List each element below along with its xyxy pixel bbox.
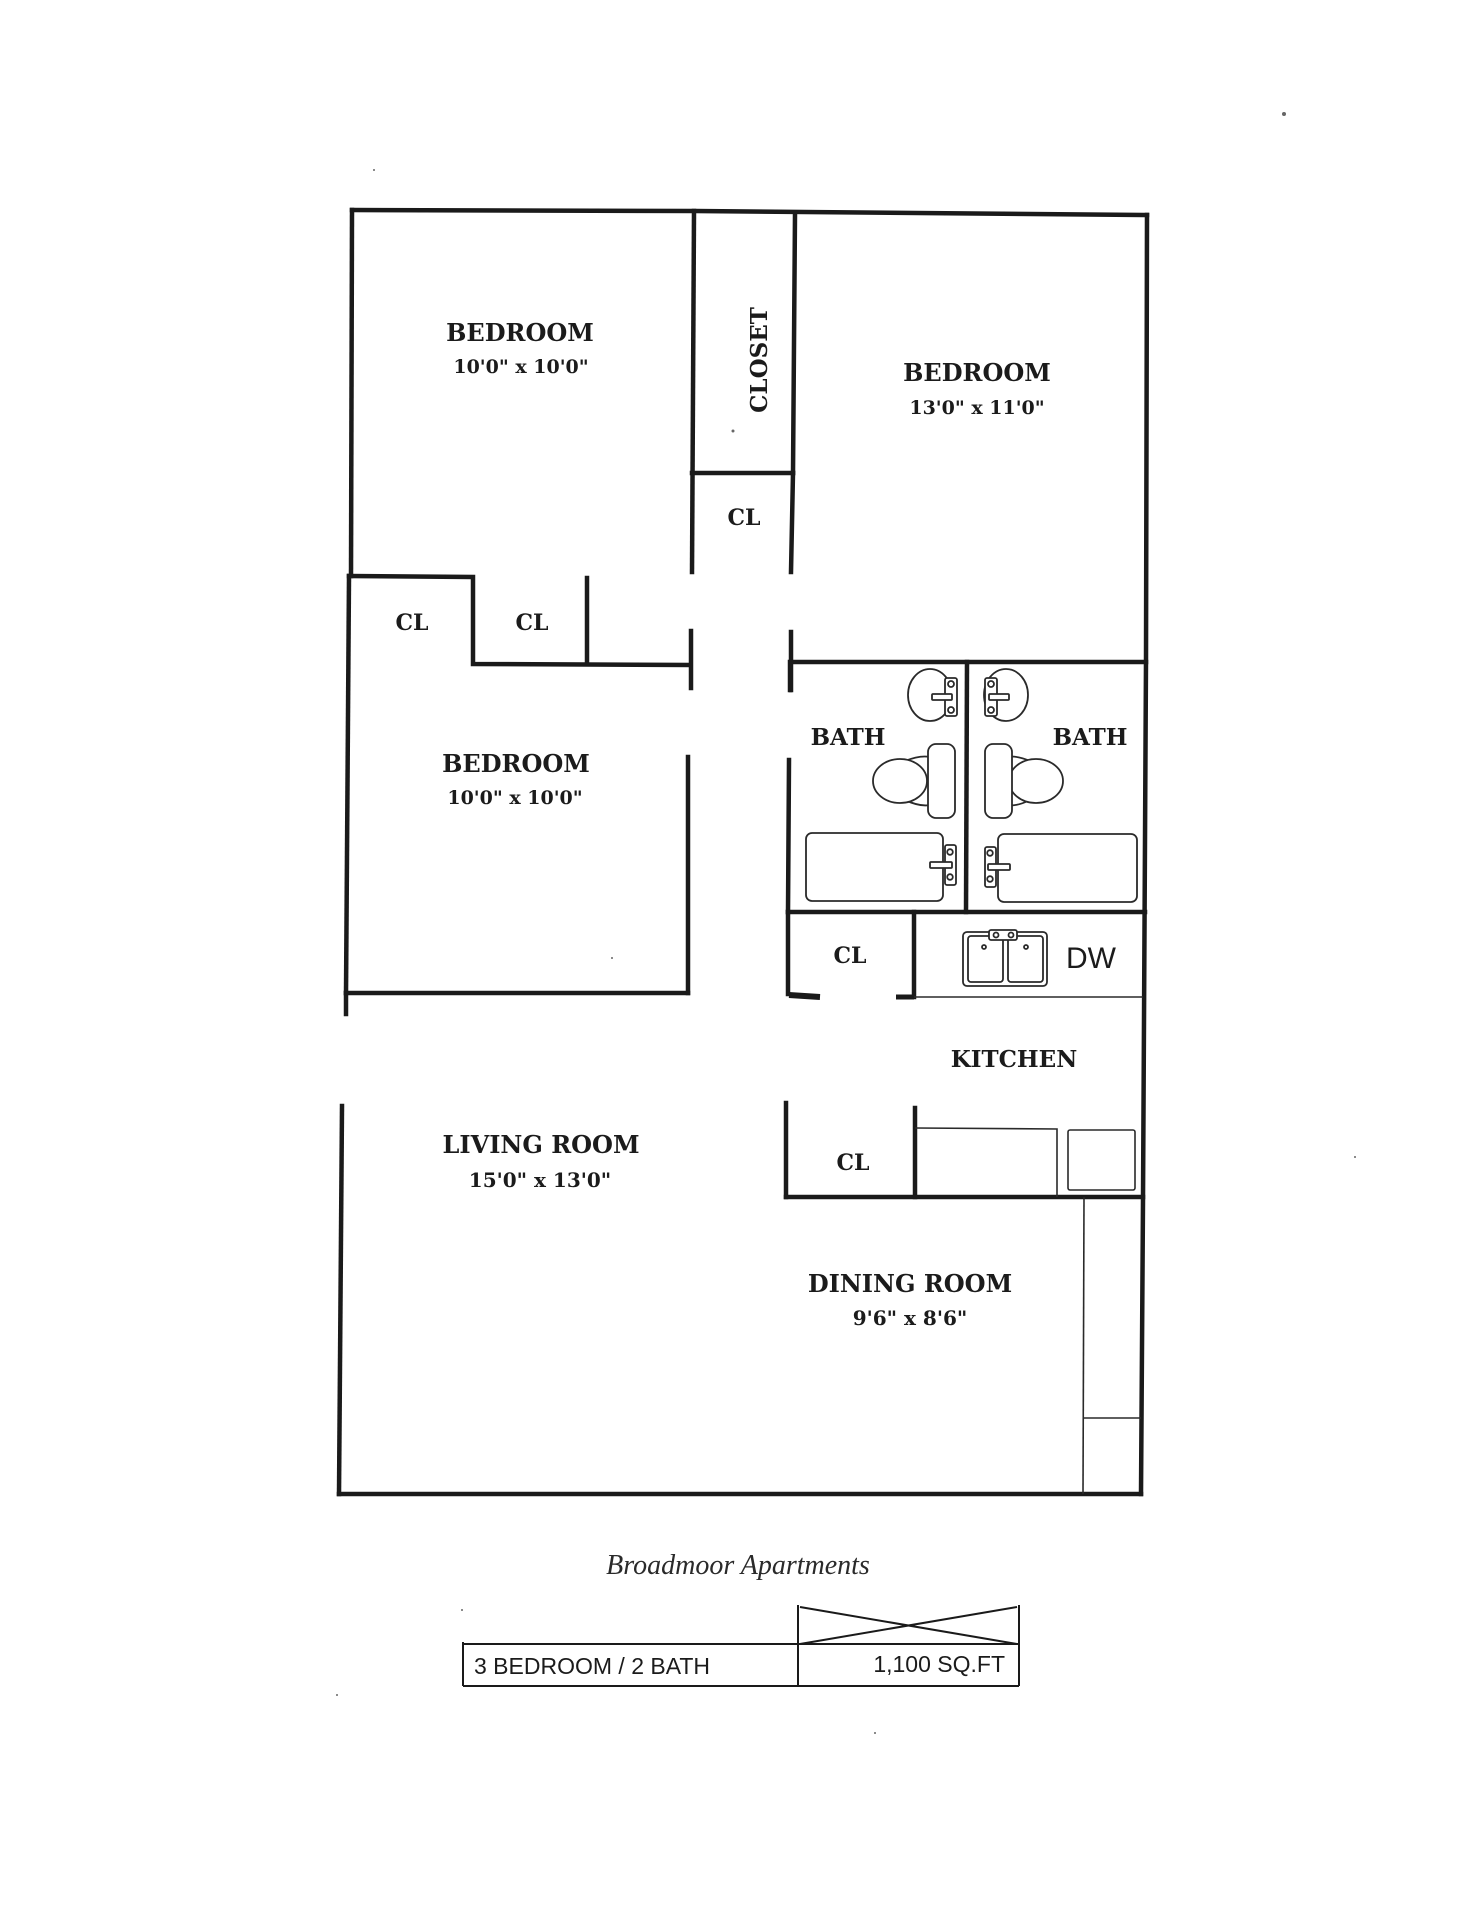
property-name: Broadmoor Apartments [606, 1550, 870, 1581]
kitchen-fixtures [914, 929, 1143, 1495]
room-dimensions: 13'0" x 11'0" [909, 397, 1044, 419]
room-dimensions: 10'0" x 10'0" [447, 787, 582, 809]
room-kitchen: KITCHEN [951, 1046, 1077, 1073]
room-dimensions: 10'0" x 10'0" [453, 356, 588, 378]
bath-right-fixtures [983, 668, 1138, 903]
room-closet-kitchen-lower: CL [837, 1150, 870, 1176]
room-closet-hall: CL [728, 505, 761, 531]
room-label: CL [396, 610, 429, 636]
scan-specks [336, 112, 1356, 1734]
room-label: BEDROOM [442, 749, 590, 778]
room-dimensions: 9'6" x 8'6" [853, 1306, 968, 1330]
room-label: CL [516, 610, 549, 636]
room-label: KITCHEN [951, 1046, 1077, 1073]
dishwasher-label: DW [1066, 942, 1117, 975]
room-label: BATH [811, 724, 886, 751]
title-block: Broadmoor Apartments 3 BEDROOM / 2 BATH … [462, 1550, 1020, 1687]
dishwasher: DW [1066, 942, 1117, 975]
room-label: CL [834, 943, 867, 969]
room-label: BEDROOM [903, 358, 1051, 387]
room-bath-right: BATH [1053, 724, 1128, 751]
bath-left-fixtures [805, 668, 958, 902]
room-living-room: LIVING ROOM 15'0" x 13'0" [442, 1130, 639, 1192]
room-label: LIVING ROOM [442, 1130, 639, 1159]
room-label: CLOSET [746, 307, 773, 413]
unit-area: 1,100 SQ.FT [873, 1651, 1005, 1677]
unit-type: 3 BEDROOM / 2 BATH [474, 1653, 710, 1679]
kitchen-sink-icon [962, 929, 1048, 987]
room-closet-kitchen-upper: CL [834, 943, 867, 969]
room-dining-room: DINING ROOM 9'6" x 8'6" [808, 1269, 1012, 1330]
sink-icon [907, 668, 958, 722]
room-closet-left-a: CL [396, 610, 429, 636]
stove-icon [1067, 1129, 1136, 1191]
room-bath-left: BATH [811, 724, 886, 751]
bathtub-icon [984, 833, 1138, 903]
room-label: BEDROOM [446, 318, 594, 347]
room-label: BATH [1053, 724, 1128, 751]
room-label: CL [837, 1150, 870, 1176]
room-closet-tall: CLOSET [746, 307, 773, 413]
room-bedroom-top-left: BEDROOM 10'0" x 10'0" [446, 318, 594, 378]
sink-icon [983, 668, 1029, 722]
room-label: CL [728, 505, 761, 531]
room-dimensions: 15'0" x 13'0" [469, 1168, 611, 1192]
room-closet-left-b: CL [516, 610, 549, 636]
interior-walls [343, 208, 1149, 1200]
toilet-icon [984, 743, 1064, 819]
room-bedroom-mid-left: BEDROOM 10'0" x 10'0" [442, 749, 590, 809]
room-label: DINING ROOM [808, 1269, 1012, 1298]
bathtub-icon [805, 832, 957, 902]
room-bedroom-top-right: BEDROOM 13'0" x 11'0" [903, 358, 1051, 419]
toilet-icon [872, 743, 956, 819]
